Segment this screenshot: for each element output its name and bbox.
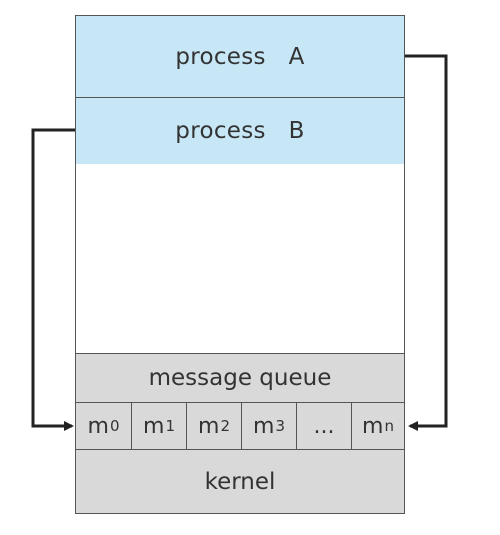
slot-sub: 1 [165,417,175,435]
arrow-process-a-to-queue [405,54,448,431]
process-a-box: process A [75,15,405,98]
process-b-label: process B [175,118,305,144]
slot-base: m [362,413,384,439]
slot-sub: 0 [109,417,120,435]
slot-base: m [198,413,220,439]
slot-base: ... [313,413,335,439]
slot-base: m [87,413,109,439]
free-address-space [75,164,405,354]
kernel-label: kernel [204,468,276,495]
process-a-label: process A [175,44,305,70]
slot-base: m [253,413,275,439]
slot-sub: 2 [220,417,230,435]
slot-sub: n [384,417,394,435]
message-queue-label: message queue [148,365,332,391]
slot-base: m [143,413,165,439]
message-queue-box: message queue [75,353,405,403]
kernel-box: kernel [75,449,405,514]
slot-sub: 3 [275,417,285,435]
queue-slot-ellipsis: ... [296,403,351,449]
arrow-queue-to-process-b [31,128,75,431]
